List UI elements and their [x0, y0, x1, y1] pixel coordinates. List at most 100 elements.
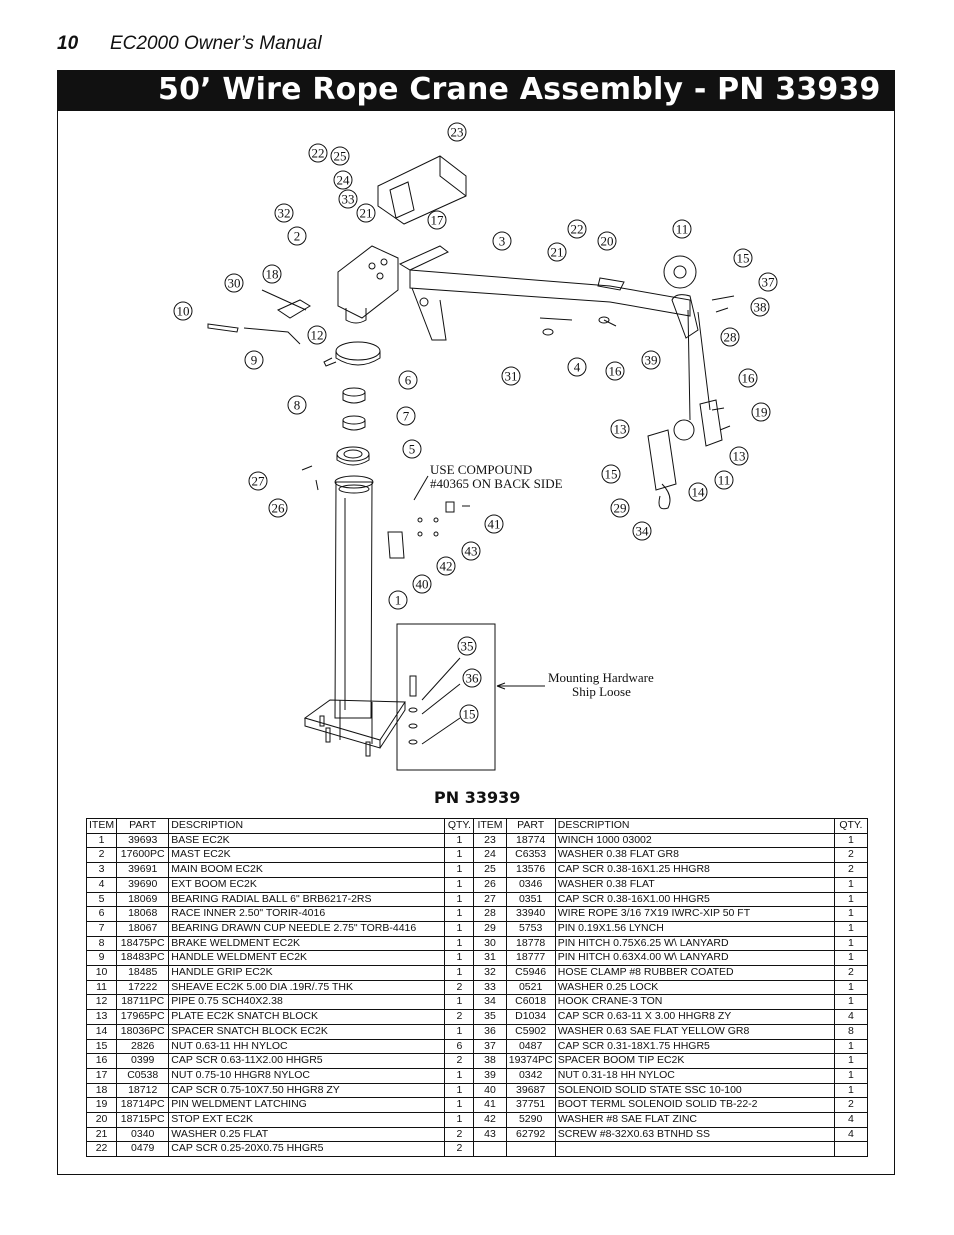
- cell-desc: WASHER 0.25 FLAT: [168, 1126, 446, 1143]
- callout-balloon: 23: [447, 122, 467, 142]
- inset-hardware: [408, 657, 545, 745]
- cell-desc: WIRE ROPE 3/16 7X19 IWRC-XIP 50 FT: [554, 906, 835, 922]
- cell-desc: CAP SCR 0.38-16X1.00 HHGR5: [554, 891, 835, 908]
- mounting-note-line1: Mounting Hardware: [548, 670, 654, 685]
- callout-label: 24: [337, 173, 351, 188]
- cell-part: 5290: [505, 1112, 556, 1128]
- callout-label: 40: [416, 577, 429, 592]
- callout-circle: [333, 170, 353, 190]
- cell-part: 17222: [116, 979, 170, 996]
- boom-tip: [647, 255, 735, 510]
- cell-desc: PIN WELDMENT LATCHING: [168, 1097, 446, 1114]
- cell-item: 9: [85, 950, 118, 967]
- callout-label: 20: [601, 234, 614, 249]
- callout-balloon: 38: [750, 297, 770, 317]
- cell-item: 38: [473, 1053, 507, 1069]
- callout-circle: [597, 231, 617, 251]
- callout-balloon: 26: [268, 498, 288, 518]
- callout-balloon: 21: [547, 242, 567, 262]
- cell-item: 42: [473, 1112, 507, 1128]
- cell-desc: [554, 1141, 835, 1158]
- column-header: ITEM: [473, 818, 507, 834]
- callout-circle: [672, 219, 692, 239]
- cell-qty: 1: [444, 1023, 475, 1040]
- cell-part: 13576: [505, 862, 556, 878]
- cell-desc: CAP SCR 0.63-11X2.00 HHGR5: [168, 1053, 446, 1069]
- callout-circle: [287, 395, 307, 415]
- callout-label: 2: [294, 229, 301, 244]
- callout-label: 35: [461, 639, 474, 654]
- cell-item: 3: [85, 862, 118, 878]
- cell-part: 0351: [505, 891, 556, 908]
- callout-label: 27: [252, 474, 266, 489]
- cell-desc: BEARING DRAWN CUP NEEDLE 2.75" TORB-4416: [168, 920, 446, 937]
- cell-part: 18711PC: [116, 994, 170, 1011]
- cell-part: 18067: [116, 920, 170, 937]
- callout-label: 26: [272, 501, 286, 516]
- callout-label: 31: [505, 369, 518, 384]
- callout-balloon: 15: [733, 248, 753, 268]
- cell-qty: 1: [444, 1067, 475, 1084]
- handle: [207, 289, 311, 345]
- cell-qty: 4: [833, 1009, 869, 1025]
- title-banner: 50’ Wire Rope Crane Assembly - PN 33939: [57, 70, 895, 111]
- callout-balloon: 30: [224, 273, 244, 293]
- callout-balloon: 34: [632, 521, 652, 541]
- callout-circle: [714, 470, 734, 490]
- cell-desc: BOOT TERML SOLENOID SOLID TB-22-2: [554, 1097, 835, 1114]
- callout-label: 25: [334, 149, 347, 164]
- cell-qty: 1: [444, 891, 475, 908]
- column-header: ITEM: [85, 818, 118, 834]
- callout-balloon: 2: [287, 226, 307, 246]
- column-header: PART: [505, 818, 556, 834]
- callout-label: 18: [266, 267, 279, 282]
- cell-item: 2: [85, 847, 118, 864]
- cell-desc: SHEAVE EC2K 5.00 DIA .19R/.75 THK: [168, 979, 446, 996]
- callout-label: 15: [463, 707, 476, 722]
- cell-part: 5753: [505, 920, 556, 937]
- callout-label: 3: [499, 234, 506, 249]
- callout-label: 22: [571, 222, 584, 237]
- callout-circle: [447, 122, 467, 142]
- cell-qty: 1: [444, 1082, 475, 1099]
- callout-circle: [605, 361, 625, 381]
- callout-balloon: 4: [567, 357, 587, 377]
- cell-part: 18069: [116, 891, 170, 908]
- callout-circle: [457, 636, 477, 656]
- cell-qty: 1: [444, 847, 475, 864]
- callout-circle: [738, 368, 758, 388]
- cell-item: 25: [473, 862, 507, 878]
- callout-balloon: 1: [388, 590, 408, 610]
- cell-qty: 1: [444, 906, 475, 922]
- main-boom: [409, 269, 691, 341]
- cell-qty: 1: [444, 950, 475, 967]
- cell-item: 16: [85, 1053, 118, 1069]
- cell-qty: 1: [444, 965, 475, 981]
- cell-item: 28: [473, 906, 507, 922]
- cell-desc: BEARING RADIAL BALL 6" BRB6217-2RS: [168, 891, 446, 908]
- callout-circle: [641, 350, 661, 370]
- cell-qty: 1: [833, 1082, 869, 1099]
- cell-desc: PIN 0.19X1.56 LYNCH: [554, 920, 835, 937]
- cell-part: 18715PC: [116, 1112, 170, 1128]
- callout-circle: [173, 301, 193, 321]
- cell-desc: SPACER BOOM TIP EC2K: [554, 1053, 835, 1069]
- callout-circle: [248, 471, 268, 491]
- callout-circle: [567, 357, 587, 377]
- cell-qty: 2: [444, 1053, 475, 1069]
- cell-desc: HANDLE WELDMENT EC2K: [168, 950, 446, 967]
- cell-part: 39691: [116, 862, 170, 878]
- callout-balloon: 13: [729, 446, 749, 466]
- callout-label: 23: [451, 125, 464, 140]
- cell-item: 33: [473, 979, 507, 996]
- cell-item: 4: [85, 876, 118, 893]
- column-header: QTY.: [833, 818, 869, 834]
- callout-label: 16: [609, 364, 623, 379]
